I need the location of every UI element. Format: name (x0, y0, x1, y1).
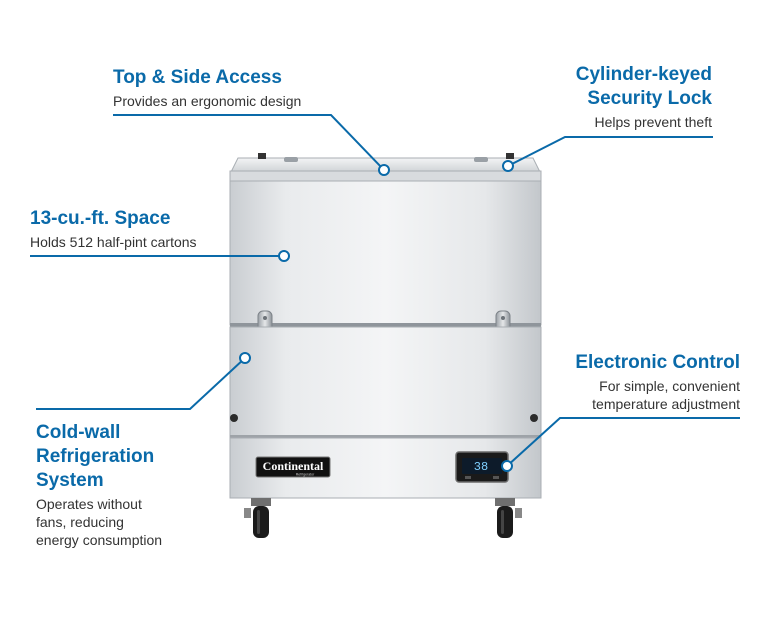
callout-top-access-body: Provides an ergonomic design (113, 93, 302, 109)
lid-hinge-left-icon (284, 157, 298, 162)
callout-space: 13-cu.-ft. Space Holds 512 half-pint car… (30, 207, 197, 251)
callout-lock-title-line1: Cylinder-keyed (575, 64, 712, 85)
caster-left-icon (244, 498, 271, 538)
temperature-display: 38 (474, 460, 488, 474)
lid-hinge-right-icon (474, 157, 488, 162)
control-button-left[interactable] (465, 476, 471, 479)
caster-right-icon (495, 498, 522, 538)
lid-corner-bumper-right (506, 153, 514, 159)
callout-cold-wall-body-line3: energy consumption (36, 532, 163, 548)
callout-control-title: Electronic Control (575, 352, 740, 373)
callout-control: Electronic Control For simple, convenien… (575, 351, 740, 413)
panel-screw-left-icon (230, 414, 238, 422)
callout-cold-wall-title-line3: System (36, 470, 104, 491)
cooler-upper-panel (229, 180, 542, 327)
callout-top-access-title: Top & Side Access (113, 67, 282, 88)
brand-logo-text: Continental (263, 459, 324, 473)
callout-top-access: Top & Side Access Provides an ergonomic … (113, 66, 301, 110)
marker-space-icon (278, 250, 290, 262)
callout-lock-title-line2: Security Lock (587, 88, 712, 109)
cooler-lower-panel (229, 326, 542, 438)
callout-cold-wall-body-line1: Operates without (36, 496, 142, 512)
callout-lock: Cylinder-keyed Security Lock Helps preve… (576, 63, 712, 131)
electronic-control-panel[interactable]: 38 (455, 451, 509, 483)
callout-control-body-line2: temperature adjustment (592, 396, 740, 412)
marker-cold-wall-icon (239, 352, 251, 364)
brand-badge: Continental Refrigerator (255, 456, 331, 478)
panel-screw-right-icon (530, 414, 538, 422)
callout-control-body-line1: For simple, convenient (599, 378, 740, 394)
leader-line-cold-wall (36, 357, 246, 410)
brand-logo-subtext: Refrigerator (296, 473, 315, 477)
control-button-right[interactable] (493, 476, 499, 479)
lid-corner-bumper-left (258, 153, 266, 159)
marker-lock-icon (502, 160, 514, 172)
leader-line-top-access (113, 114, 385, 171)
callout-lock-body: Helps prevent theft (594, 114, 712, 130)
leader-line-control (506, 417, 740, 467)
callout-cold-wall-title-line1: Cold-wall (36, 422, 121, 443)
marker-top-access-icon (378, 164, 390, 176)
callout-cold-wall-title-line2: Refrigeration (36, 446, 155, 467)
callout-cold-wall-body-line2: fans, reducing (36, 514, 124, 530)
marker-control-icon (501, 460, 513, 472)
callout-space-title: 13-cu.-ft. Space (30, 208, 171, 229)
callout-space-body: Holds 512 half-pint cartons (30, 234, 197, 250)
callout-cold-wall: Cold-wall Refrigeration System Operates … (36, 421, 162, 549)
leader-line-lock (507, 136, 713, 167)
